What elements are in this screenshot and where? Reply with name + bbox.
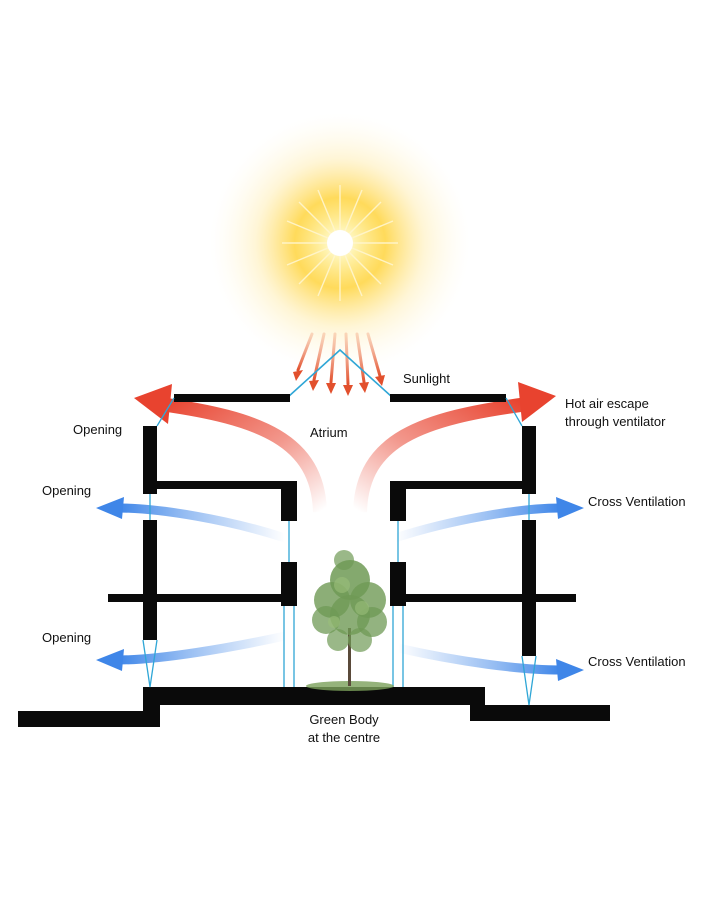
opening-label-middle: Opening xyxy=(42,483,91,498)
outer-wall-left xyxy=(143,520,157,640)
atrium-skylight xyxy=(287,348,393,398)
atrium-wall-right xyxy=(390,481,406,521)
sunlight-label: Sunlight xyxy=(403,371,450,386)
outer-wall-right xyxy=(522,520,536,656)
floor-slab-middle-left xyxy=(108,594,297,602)
sun-ray-arrow xyxy=(355,332,366,384)
hot-air-arrowhead-left xyxy=(134,384,172,424)
outer-wall-left xyxy=(143,426,157,494)
hot-air-flow xyxy=(134,382,556,513)
cross-ventilation-flow xyxy=(96,497,584,681)
roof-slab-right xyxy=(390,394,506,402)
sun-ray-arrow xyxy=(329,332,337,384)
tree-icon xyxy=(306,550,394,691)
cool-air-arrow-lower-left xyxy=(117,631,286,665)
cool-air-arrow-lower-right xyxy=(397,643,561,675)
sun-ray-arrow xyxy=(344,332,350,386)
cross-ventilation-label-lower: Cross Ventilation xyxy=(588,654,686,669)
floor-slab-upper-left xyxy=(157,481,297,489)
atrium-label: Atrium xyxy=(310,425,348,440)
sun-ray-arrow xyxy=(366,332,382,378)
ground-right xyxy=(470,705,610,721)
hot-air-arrowhead-right xyxy=(518,382,556,422)
ground-step-left xyxy=(143,687,160,727)
floor-slab-upper-right xyxy=(390,481,522,489)
hot-air-arrow-left xyxy=(159,397,327,513)
glazing xyxy=(142,397,537,706)
sun-ray-heads xyxy=(293,370,385,396)
sun-icon xyxy=(210,113,470,373)
atrium-wall-left xyxy=(281,481,297,521)
cross-ventilation-label-upper: Cross Ventilation xyxy=(588,494,686,509)
cool-air-arrow-upper-left xyxy=(117,503,287,543)
roof-slab-left xyxy=(174,394,290,402)
sun-ray-arrow xyxy=(296,332,314,372)
ground-step-right xyxy=(470,687,485,721)
building-structure xyxy=(18,394,610,727)
hot-air-label-line2: through ventilator xyxy=(565,414,666,429)
hot-air-arrow-right xyxy=(353,397,529,513)
sunlight-rays xyxy=(296,332,382,386)
green-body-label-line1: Green Body xyxy=(309,712,379,727)
opening-label-bottom: Opening xyxy=(42,630,91,645)
floor-slab-middle-right xyxy=(390,594,576,602)
hot-air-label-line1: Hot air escape xyxy=(565,396,649,411)
outer-wall-right xyxy=(522,426,536,494)
green-body-label-line2: at the centre xyxy=(308,730,380,745)
ground-left xyxy=(18,711,160,727)
opening-label-top: Opening xyxy=(73,422,122,437)
cool-air-arrow-upper-right xyxy=(393,503,561,543)
ground-plinth xyxy=(143,687,485,705)
